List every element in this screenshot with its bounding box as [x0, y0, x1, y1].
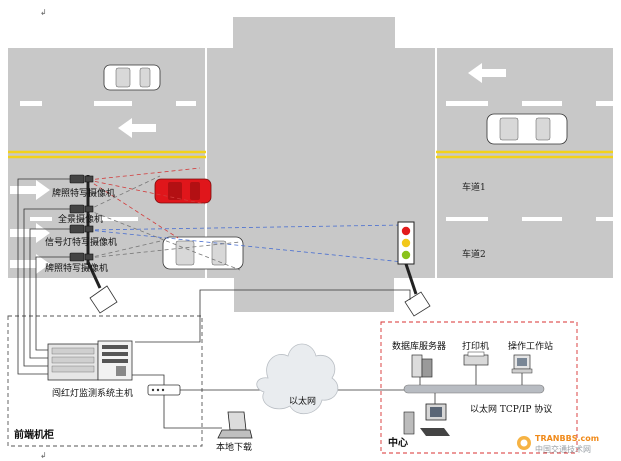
- workstation-icon: [511, 354, 533, 385]
- local-download-label: 本地下载: [216, 441, 252, 453]
- watermark-sub: 中国交通技术网: [535, 444, 591, 454]
- corner-mark: ↲: [40, 451, 47, 460]
- host-label: 闯红灯监测系统主机: [52, 387, 133, 399]
- switch-icon: [147, 384, 181, 396]
- left-arrow-icon: [118, 63, 506, 138]
- pc-icon: [403, 393, 450, 436]
- front-cabinet-frame: [7, 315, 203, 447]
- plate-camera-top-label: 牌照特写摄像机: [52, 187, 115, 199]
- camera-icon: [69, 174, 94, 262]
- ethernet-bus-label: 以太网 TCP/IP 协议: [470, 403, 552, 415]
- lane-markings: [20, 101, 613, 221]
- lane-2-label: 车道2: [462, 248, 486, 260]
- road-surface: [8, 17, 613, 312]
- printer-label: 打印机: [462, 340, 489, 352]
- plate-camera-bottom-label: 牌照特写摄像机: [45, 262, 108, 274]
- corner-mark: ↲: [40, 8, 47, 17]
- camera-wires: [17, 178, 411, 375]
- yellow-center-line: [8, 150, 613, 159]
- center-frame: [380, 321, 578, 454]
- ethernet-bus: [403, 384, 545, 394]
- cloud-icon: [256, 343, 339, 414]
- watermark-brand: TRANBBS.com: [535, 434, 599, 443]
- db-server-label: 数据库服务器: [392, 340, 446, 352]
- camera-pole: [86, 175, 118, 314]
- signal-camera-label: 信号灯特写摄像机: [45, 236, 117, 248]
- red-car-icon: [154, 178, 212, 204]
- laptop-icon: [217, 411, 253, 439]
- car-icon: [486, 113, 568, 145]
- panorama-camera-label: 全景摄像机: [58, 213, 103, 225]
- traffic-light-icon: [397, 221, 431, 317]
- host-server-icon: [47, 340, 133, 381]
- lane-1-label: 车道1: [462, 181, 486, 193]
- watermark-logo: TRANBBS.com 中国交通技术网: [517, 434, 599, 454]
- car-icon: [103, 64, 161, 91]
- camera-view-lines: [87, 167, 404, 271]
- printer-icon: [463, 351, 489, 385]
- front-cabinet-label: 前端机柜: [14, 428, 54, 441]
- db-server-icon: [411, 354, 433, 385]
- workstation-label: 操作工作站: [508, 340, 553, 352]
- center-label: 中心: [388, 436, 408, 449]
- car-icon: [162, 236, 244, 270]
- cloud-label: 以太网: [289, 395, 316, 407]
